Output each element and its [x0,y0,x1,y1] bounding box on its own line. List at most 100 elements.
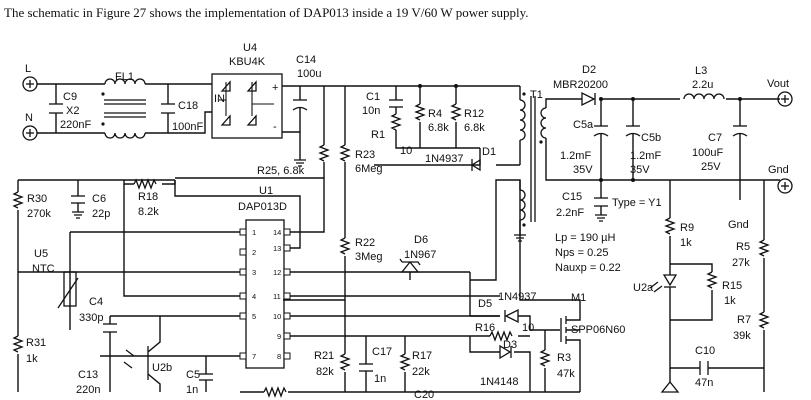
u4-minus: - [273,121,277,133]
resistor-r17 [399,336,411,392]
thermistor-u5 [57,271,79,309]
c15-value: 2.2nF [556,207,584,219]
r31-ref: R31 [26,337,46,349]
r16-value: 10 [522,322,534,334]
c5b-voltage: 35V [630,164,650,176]
terminal-vout [777,91,793,107]
figure-caption: The schematic in Figure 27 shows the imp… [4,5,529,20]
t1-ref: T1 [530,89,543,101]
ic-pin-left [239,352,247,360]
l3-value: 2.2u [692,79,713,91]
ic-pin-right-number: 9 [277,332,281,341]
c7-voltage: 25V [701,161,721,173]
c5-value: 1n [186,384,198,396]
r15-value: 1k [724,295,736,307]
gnd-label: Gnd [768,164,789,176]
d2-value: MBR20200 [553,79,608,91]
r23-value: 6Meg [355,163,383,175]
ic-pin-right-number: 10 [273,312,281,321]
d2-ref: D2 [582,64,596,76]
r5-ref: R5 [736,241,750,253]
u4-value: KBU4K [229,56,266,68]
ic-pin-left-number: 3 [252,268,256,277]
c14-value: 100u [297,68,321,80]
c14-ref: C14 [296,54,316,66]
c17-ref: C17 [372,346,392,358]
t1-lp: Lp = 190 µH [555,232,616,244]
u4-plus: + [272,82,278,94]
c9-ref: C9 [63,91,77,103]
t1-nauxp: Nauxp = 0.22 [555,262,621,274]
u4-in: IN [214,93,225,105]
r25-label: R25, 6.8k [257,165,305,177]
ic-pin-right-number: 8 [277,352,281,361]
ic-pin-left-number: 1 [252,228,256,237]
resistor-r31 [12,330,24,392]
c1-value: 10n [362,105,380,117]
r22-value: 3Meg [355,251,383,263]
resistor-r23 [339,86,351,236]
ic-pin-right [283,268,291,276]
c1-ref: C1 [366,91,380,103]
u1-value: DAP013D [238,201,287,213]
d5-ref: D5 [478,298,492,310]
terminal-n [22,125,38,141]
ic-pin-left-number: 5 [252,312,256,321]
fl1-ref: FL1 [115,71,134,83]
capacitor-c5a [593,97,609,182]
c6-ref: C6 [92,193,106,205]
ic-pin-right-number: 11 [273,292,281,301]
r3-ref: R3 [557,352,571,364]
ic-pin-right [283,292,291,300]
pin14-wire [290,178,325,233]
r21-value: 82k [316,366,334,378]
capacitor-c14 [292,86,308,132]
snubber-network [389,84,480,149]
l3-ref: L3 [695,65,707,77]
ic-pin-left [239,292,247,300]
ic-pin-right [283,244,291,252]
t1-nps: Nps = 0.25 [555,247,609,259]
optocoupler-u2a [649,263,718,321]
capacitor-c10 [660,320,764,393]
capacitor-c5b [625,97,641,182]
ic-pin-right [283,228,291,236]
r1-value: 10 [400,145,412,157]
c7-value: 100uF [692,147,723,159]
c5a-value: 1.2mF [560,150,591,162]
r30-ref: R30 [27,193,47,205]
ic-pin-right-number: 14 [273,228,281,237]
resistor-r30 [12,180,24,330]
mosfet-m1 [519,180,581,392]
diode-d1 [374,148,520,172]
u5-ref: U5 [34,248,48,260]
ic-pin-left [239,248,247,256]
c4-value: 330p [79,312,103,324]
d3-value: 1N4148 [480,376,519,388]
r3-value: 47k [557,368,575,380]
c15-ref: C15 [562,191,582,203]
c5b-value: 1.2mF [630,150,661,162]
r21-ref: R21 [314,350,334,362]
r12-value: 6.8k [464,122,485,134]
ic-pin-right [283,312,291,320]
capacitor-c9 [49,84,63,133]
ic-pin-left-number: 7 [252,352,256,361]
pin5-pin7-wires [100,315,240,357]
c18-ref: C18 [178,100,198,112]
c17-value: 1n [374,373,386,385]
u2b-ref: U2b [152,362,172,374]
vout-label: Vout [767,78,789,90]
d5-value: 1N4937 [498,291,537,303]
r17-value: 22k [412,366,430,378]
r12-ref: R12 [464,108,484,120]
resistor-r3 [539,330,551,392]
c18-value: 100nF [172,121,203,133]
r4-ref: R4 [428,108,442,120]
secondary-return [545,138,780,181]
resistor-r21 [339,300,351,392]
c10-ref: C10 [695,345,715,357]
r9-ref: R9 [680,222,694,234]
